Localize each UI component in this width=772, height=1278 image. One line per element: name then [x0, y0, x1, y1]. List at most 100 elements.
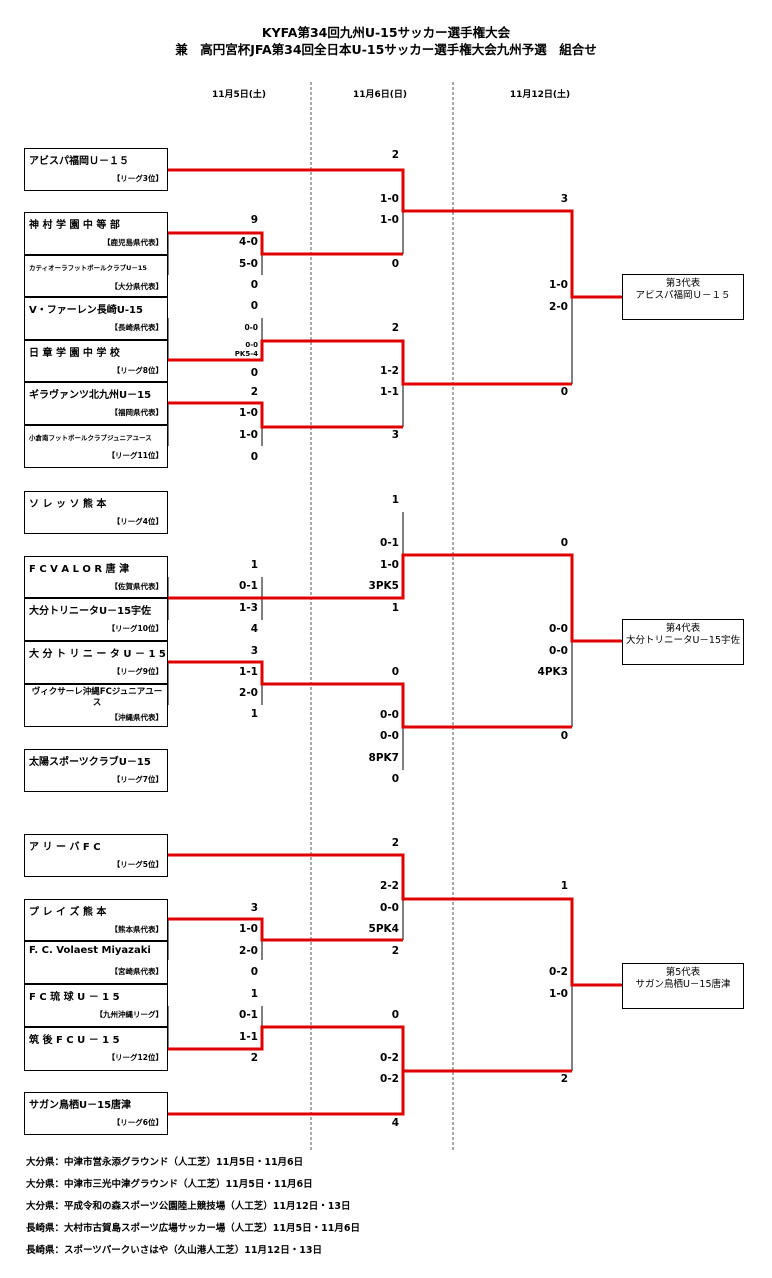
winner-path-9 — [168, 1025, 572, 1073]
team-name: 日 章 学 園 中 学 校 — [29, 348, 120, 359]
score: 1-0 — [239, 407, 258, 419]
score: 2 — [560, 1073, 568, 1085]
team-card-3: カティオーラフットボールクラブU－15 【大分県代表】 — [24, 255, 168, 297]
winner-path-3 — [168, 339, 572, 386]
team-card-19: サガン鳥栖U－15唐津 【リーグ6位】 — [24, 1092, 168, 1135]
team-qualifier: 【リーグ8位】 — [112, 366, 163, 375]
score: 1 — [250, 559, 258, 571]
score: 0-1 — [380, 537, 399, 549]
venue-line: 大分県：平成令和の森スポーツ公園陸上競技場（人工芝）11月12日・13日 — [26, 1201, 351, 1212]
rep-team: 大分トリニータU－15宇佐 — [625, 635, 741, 646]
score: 0 — [250, 966, 258, 978]
score: 2 — [391, 149, 399, 161]
score: 0-0 — [549, 623, 568, 635]
team-name: F C 琉 球 U － 1 5 — [29, 992, 120, 1003]
team-name: ヴィクサーレ沖縄FCジュニアユース — [31, 687, 163, 708]
representative-3: 第3代表 アビスパ福岡Ｕ－１５ — [622, 274, 744, 320]
score: 1 — [250, 988, 258, 1000]
venue-line: 大分県：中津市三光中津グラウンド（人工芝）11月5日・11月6日 — [26, 1179, 313, 1190]
score: 0-0 — [380, 709, 399, 721]
team-card-6: ギラヴァンツ北九州U－15 【福岡県代表】 — [24, 382, 168, 425]
tournament-subtitle: 兼 高円宮杯JFA第34回全日本U-15サッカー選手権大会九州予選 組合せ — [175, 42, 597, 57]
team-name: ソ レ ッ ソ 熊 本 — [29, 499, 107, 510]
score: 2-2 — [380, 880, 399, 892]
score: 1 — [250, 708, 258, 720]
team-qualifier: 【リーグ11位】 — [107, 451, 163, 460]
score: 2-0 — [239, 687, 258, 699]
winner-path-4 — [168, 401, 403, 429]
team-name: サガン鳥栖U－15唐津 — [29, 1100, 132, 1111]
team-name: アビスパ福岡Ｕ－１５ — [29, 156, 129, 167]
team-card-10: 大分トリニータU－15宇佐 【リーグ10位】 — [24, 598, 168, 641]
team-card-5: 日 章 学 園 中 学 校 【リーグ8位】 — [24, 340, 168, 382]
team-card-18: 筑 後 F C U － 1 5 【リーグ12位】 — [24, 1027, 168, 1071]
score: 0 — [250, 367, 258, 379]
score: 0-0 — [380, 902, 399, 914]
team-name: 小倉南フットボールクラブジュニアユース — [29, 434, 152, 442]
team-name: プ レ イ ズ 熊 本 — [29, 907, 107, 918]
score: 0 — [250, 279, 258, 291]
score: 0 — [391, 666, 399, 678]
score: 0-2 — [380, 1073, 399, 1085]
representative-5: 第5代表 サガン鳥栖U－15唐津 — [622, 963, 744, 1009]
score: 0-0 PK5-4 — [234, 341, 258, 358]
score: 2 — [391, 322, 399, 334]
score: 0-2 — [549, 966, 568, 978]
team-name: F. C. Volaest Miyazaki — [29, 945, 151, 956]
score: 3 — [560, 193, 568, 205]
winner-path-7 — [168, 853, 622, 987]
team-card-17: F C 琉 球 U － 1 5 【九州沖縄リーグ】 — [24, 984, 168, 1027]
rep-team: サガン鳥栖U－15唐津 — [635, 979, 731, 990]
team-qualifier: 【リーグ6位】 — [112, 1118, 163, 1127]
score: 4-0 — [239, 236, 258, 248]
score: 0 — [391, 773, 399, 785]
rep-label: 第4代表 — [665, 623, 701, 634]
team-qualifier: 【九州沖縄リーグ】 — [95, 1010, 164, 1019]
tournament-title: KYFA第34回九州U-15サッカー選手権大会 — [261, 25, 511, 40]
team-card-16: F. C. Volaest Miyazaki 【宮崎県代表】 — [24, 941, 168, 984]
team-name: 筑 後 F C U － 1 5 — [29, 1035, 120, 1046]
score: 3 — [391, 429, 399, 441]
score: 1-1 — [380, 386, 399, 398]
team-qualifier: 【福岡県代表】 — [110, 408, 164, 417]
team-name: ア リ ー バ F C — [29, 842, 101, 853]
team-card-2: 神 村 学 園 中 等 部 【鹿児島県代表】 — [24, 212, 168, 255]
score: 1-1 — [239, 1031, 258, 1043]
score: 0 — [391, 258, 399, 270]
team-card-11: 大 分 ト リ ニ ー タ U － 1 5 【リーグ9位】 — [24, 641, 168, 684]
date-round1: 11月5日(土) — [211, 90, 266, 100]
team-qualifier: 【鹿児島県代表】 — [103, 238, 163, 247]
team-card-12: ヴィクサーレ沖縄FCジュニアユース 【沖縄県代表】 — [24, 684, 168, 727]
score: 0-0 — [380, 730, 399, 742]
team-qualifier: 【宮崎県代表】 — [110, 967, 164, 976]
winner-path-6 — [168, 660, 572, 729]
score: 5PK4 — [368, 923, 399, 935]
team-name: ギラヴァンツ北九州U－15 — [29, 390, 152, 401]
date-round2: 11月6日(日) — [352, 90, 407, 100]
score: 0-2 — [380, 1052, 399, 1064]
team-name: カティオーラフットボールクラブU－15 — [29, 264, 147, 272]
team-card-8: ソ レ ッ ソ 熊 本 【リーグ4位】 — [24, 491, 168, 534]
score: 2-0 — [549, 301, 568, 313]
winner-path-8 — [168, 917, 403, 942]
team-card-9: F C V A L O R 唐 津 【佐賀県代表】 — [24, 556, 168, 598]
venue-line: 大分県：中津市営永添グラウンド（人工芝）11月5日・11月6日 — [26, 1157, 304, 1168]
score: 8PK7 — [368, 752, 399, 764]
score: 0-1 — [239, 580, 258, 592]
score: 1-0 — [239, 923, 258, 935]
team-qualifier: 【大分県代表】 — [110, 282, 164, 291]
team-card-13: 太陽スポーツクラブU－15 【リーグ7位】 — [24, 749, 168, 792]
rep-team: アビスパ福岡Ｕ－１５ — [635, 290, 731, 301]
score: 0 — [560, 386, 568, 398]
score: 1-0 — [549, 988, 568, 1000]
score: 3 — [250, 645, 258, 657]
team-qualifier: 【リーグ3位】 — [112, 174, 163, 183]
score: 0-0 — [549, 645, 568, 657]
team-name: 太陽スポーツクラブU－15 — [29, 757, 151, 768]
team-card-1: アビスパ福岡Ｕ－１５ 【リーグ3位】 — [24, 148, 168, 191]
score: 2 — [250, 386, 258, 398]
score: 1-0 — [549, 279, 568, 291]
team-qualifier: 【リーグ10位】 — [107, 624, 163, 633]
score: 1-3 — [239, 602, 258, 614]
